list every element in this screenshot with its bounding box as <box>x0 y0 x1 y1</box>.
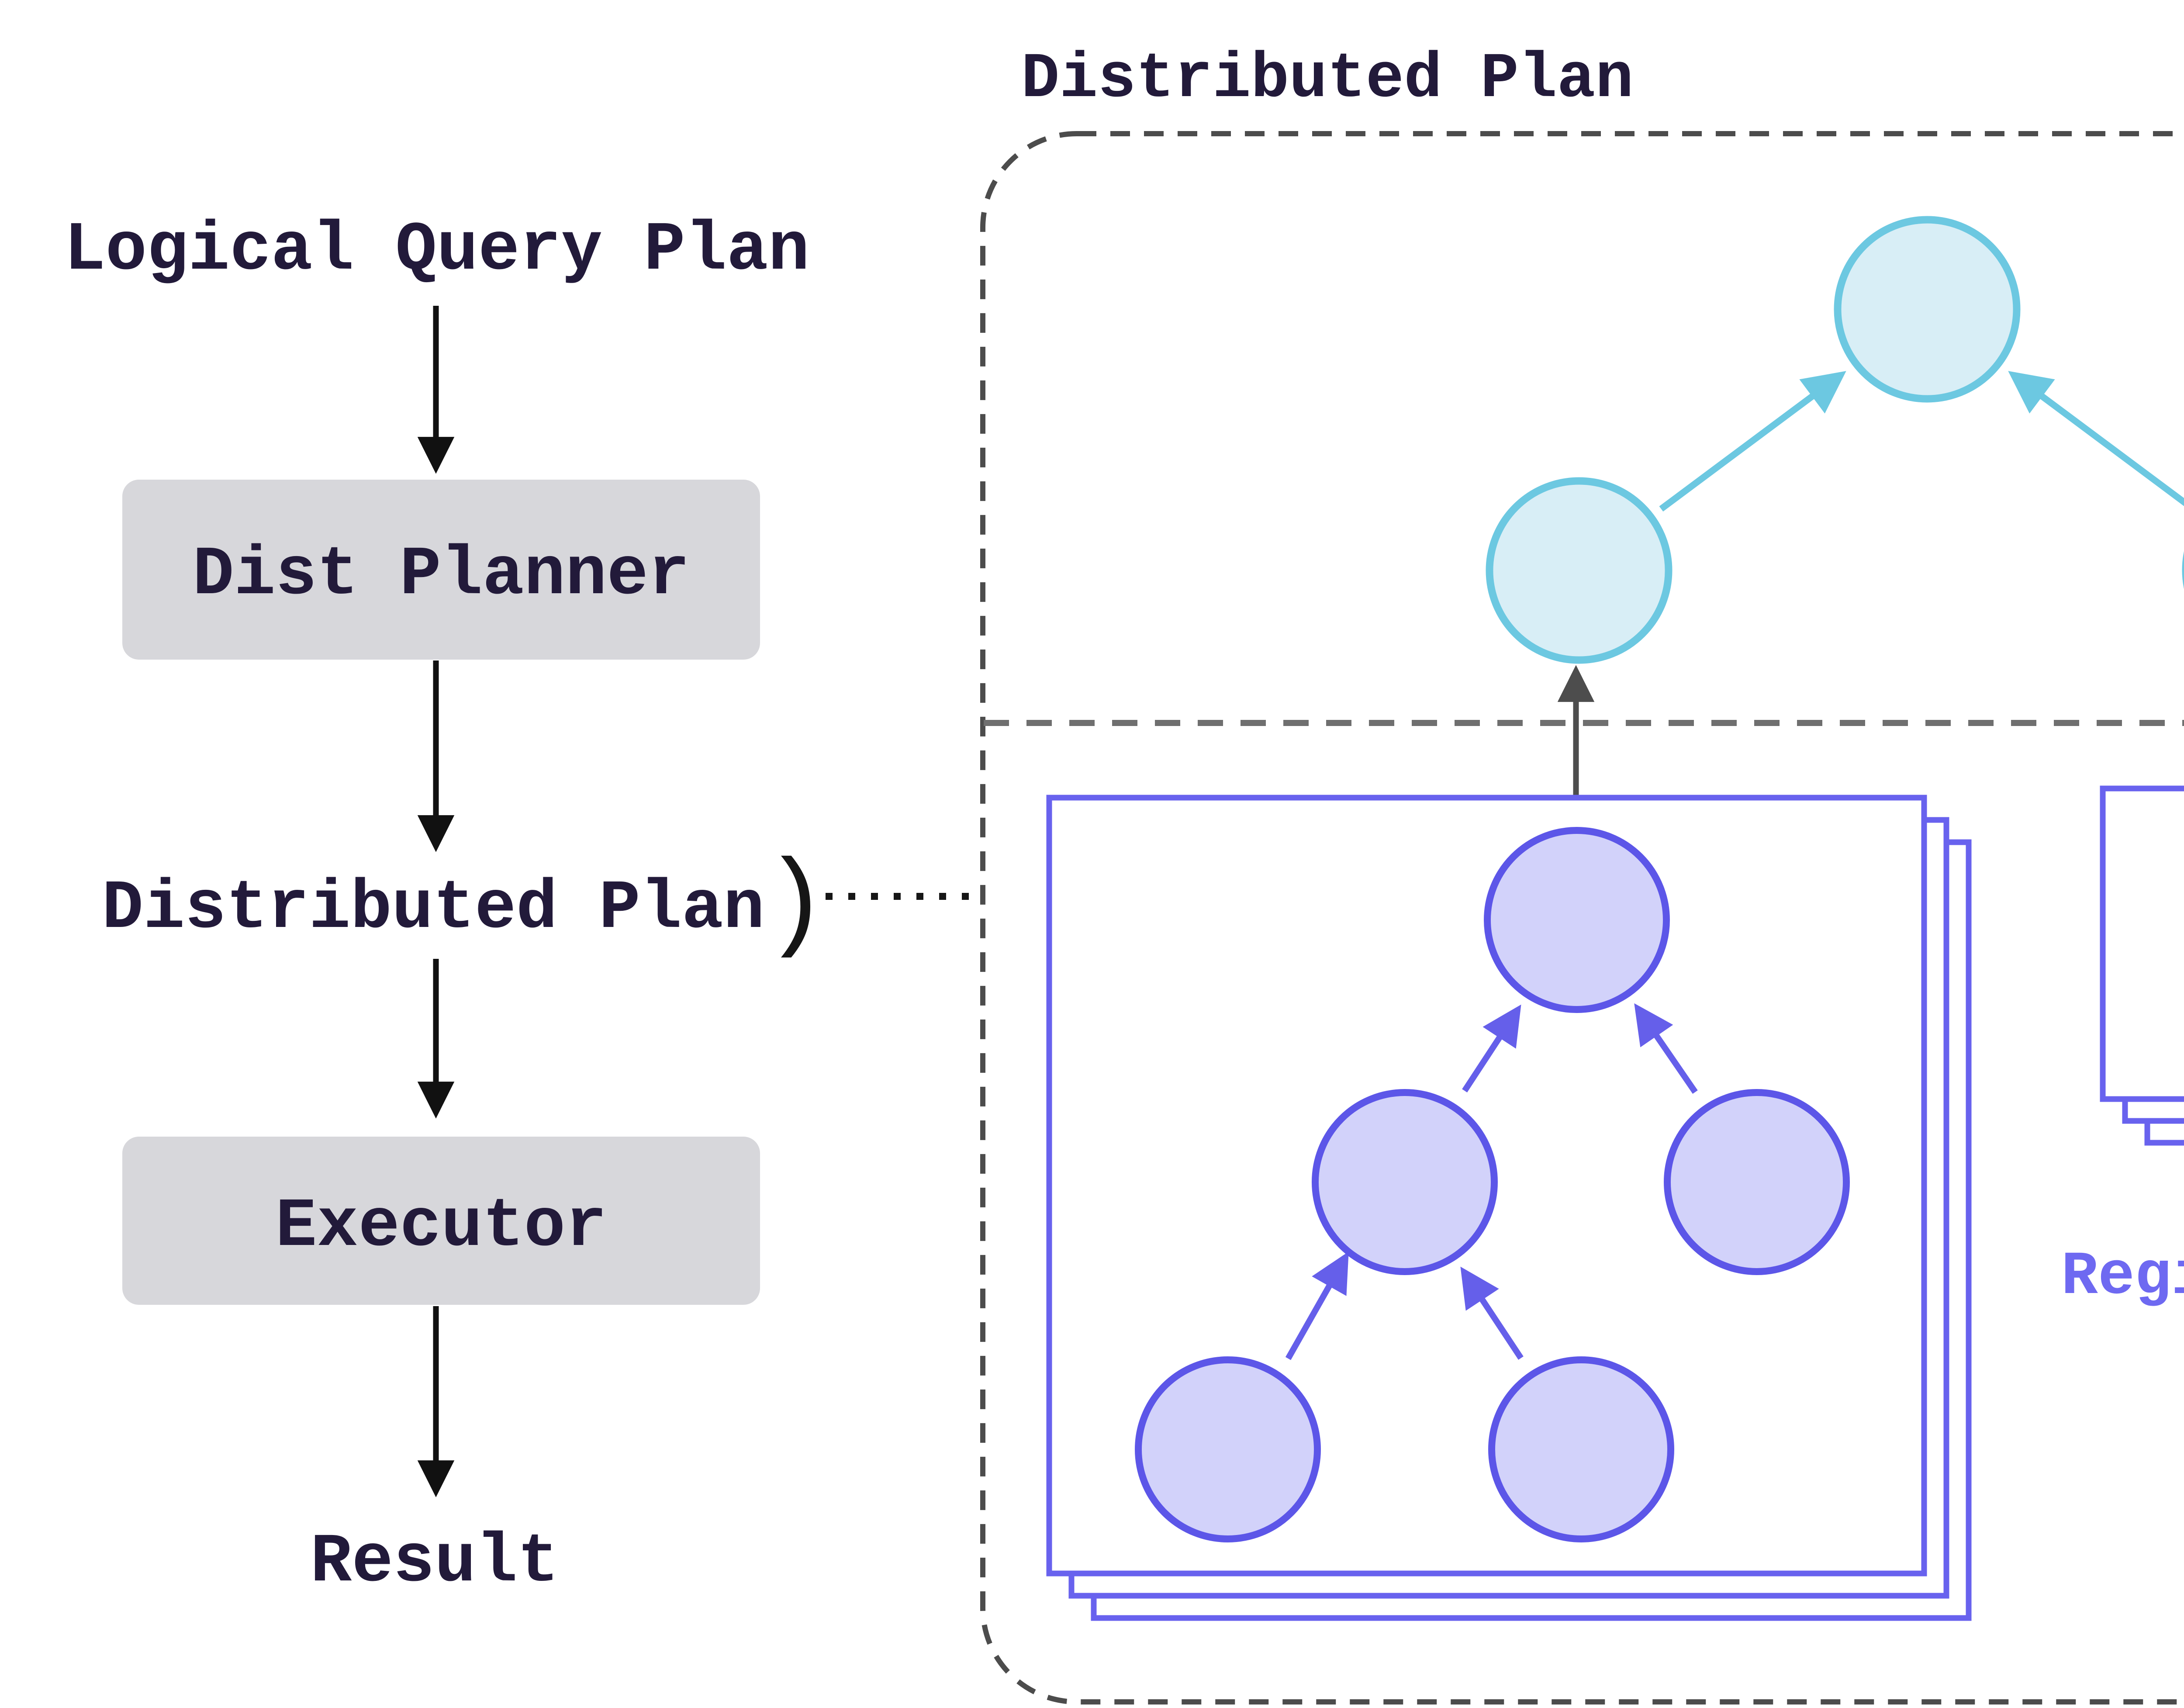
result-label: Result <box>311 1523 559 1601</box>
dist-planner-box <box>122 480 760 660</box>
frontend-left-node <box>1486 477 1673 664</box>
executor-box <box>122 1137 760 1305</box>
bottomleft-to-midleft-arrow <box>1285 1252 1349 1360</box>
frontend-root-node <box>1834 216 2021 403</box>
bottomright-to-midleft-arrow <box>1460 1266 1524 1360</box>
dist-planner-label: Dist Planner <box>193 536 690 614</box>
right-region-box <box>2100 785 2184 1102</box>
left-region-plan-tree <box>1135 827 1850 1542</box>
right-region-stacked-box <box>2100 785 2184 1146</box>
left-region-stacked-box <box>1046 795 1972 1621</box>
datanode-bottomright-node <box>1488 1356 1674 1542</box>
distributed-plan-brace: ) <box>763 844 829 968</box>
distributed-plan-container: Distributed Plan Frontend Stage Datanode… <box>980 43 2184 1705</box>
datanode-midright-node <box>1664 1089 1850 1275</box>
datanode-bottomleft-node <box>1135 1356 1321 1542</box>
frontend-right-child-arrow <box>2008 371 2184 506</box>
container-title: Distributed Plan <box>1021 43 1634 115</box>
frontend-left-child-arrow <box>1659 371 1846 512</box>
datanode-midleft-node <box>1312 1089 1498 1275</box>
datanode-top-node <box>1484 827 1670 1013</box>
midleft-to-top-arrow <box>1462 1004 1521 1093</box>
frontend-stage-tree <box>1486 216 2184 664</box>
left-flowchart: Logical Query Plan Dist Planner Distribu… <box>64 211 981 1601</box>
logical-query-plan-label: Logical Query Plan <box>64 211 810 290</box>
midright-to-top-arrow <box>1634 1003 1698 1094</box>
distributed-plan-flow-label: Distributed Plan <box>102 870 764 948</box>
regions-label: Regions <box>2061 1242 2184 1312</box>
executor-label: Executor <box>276 1188 607 1266</box>
